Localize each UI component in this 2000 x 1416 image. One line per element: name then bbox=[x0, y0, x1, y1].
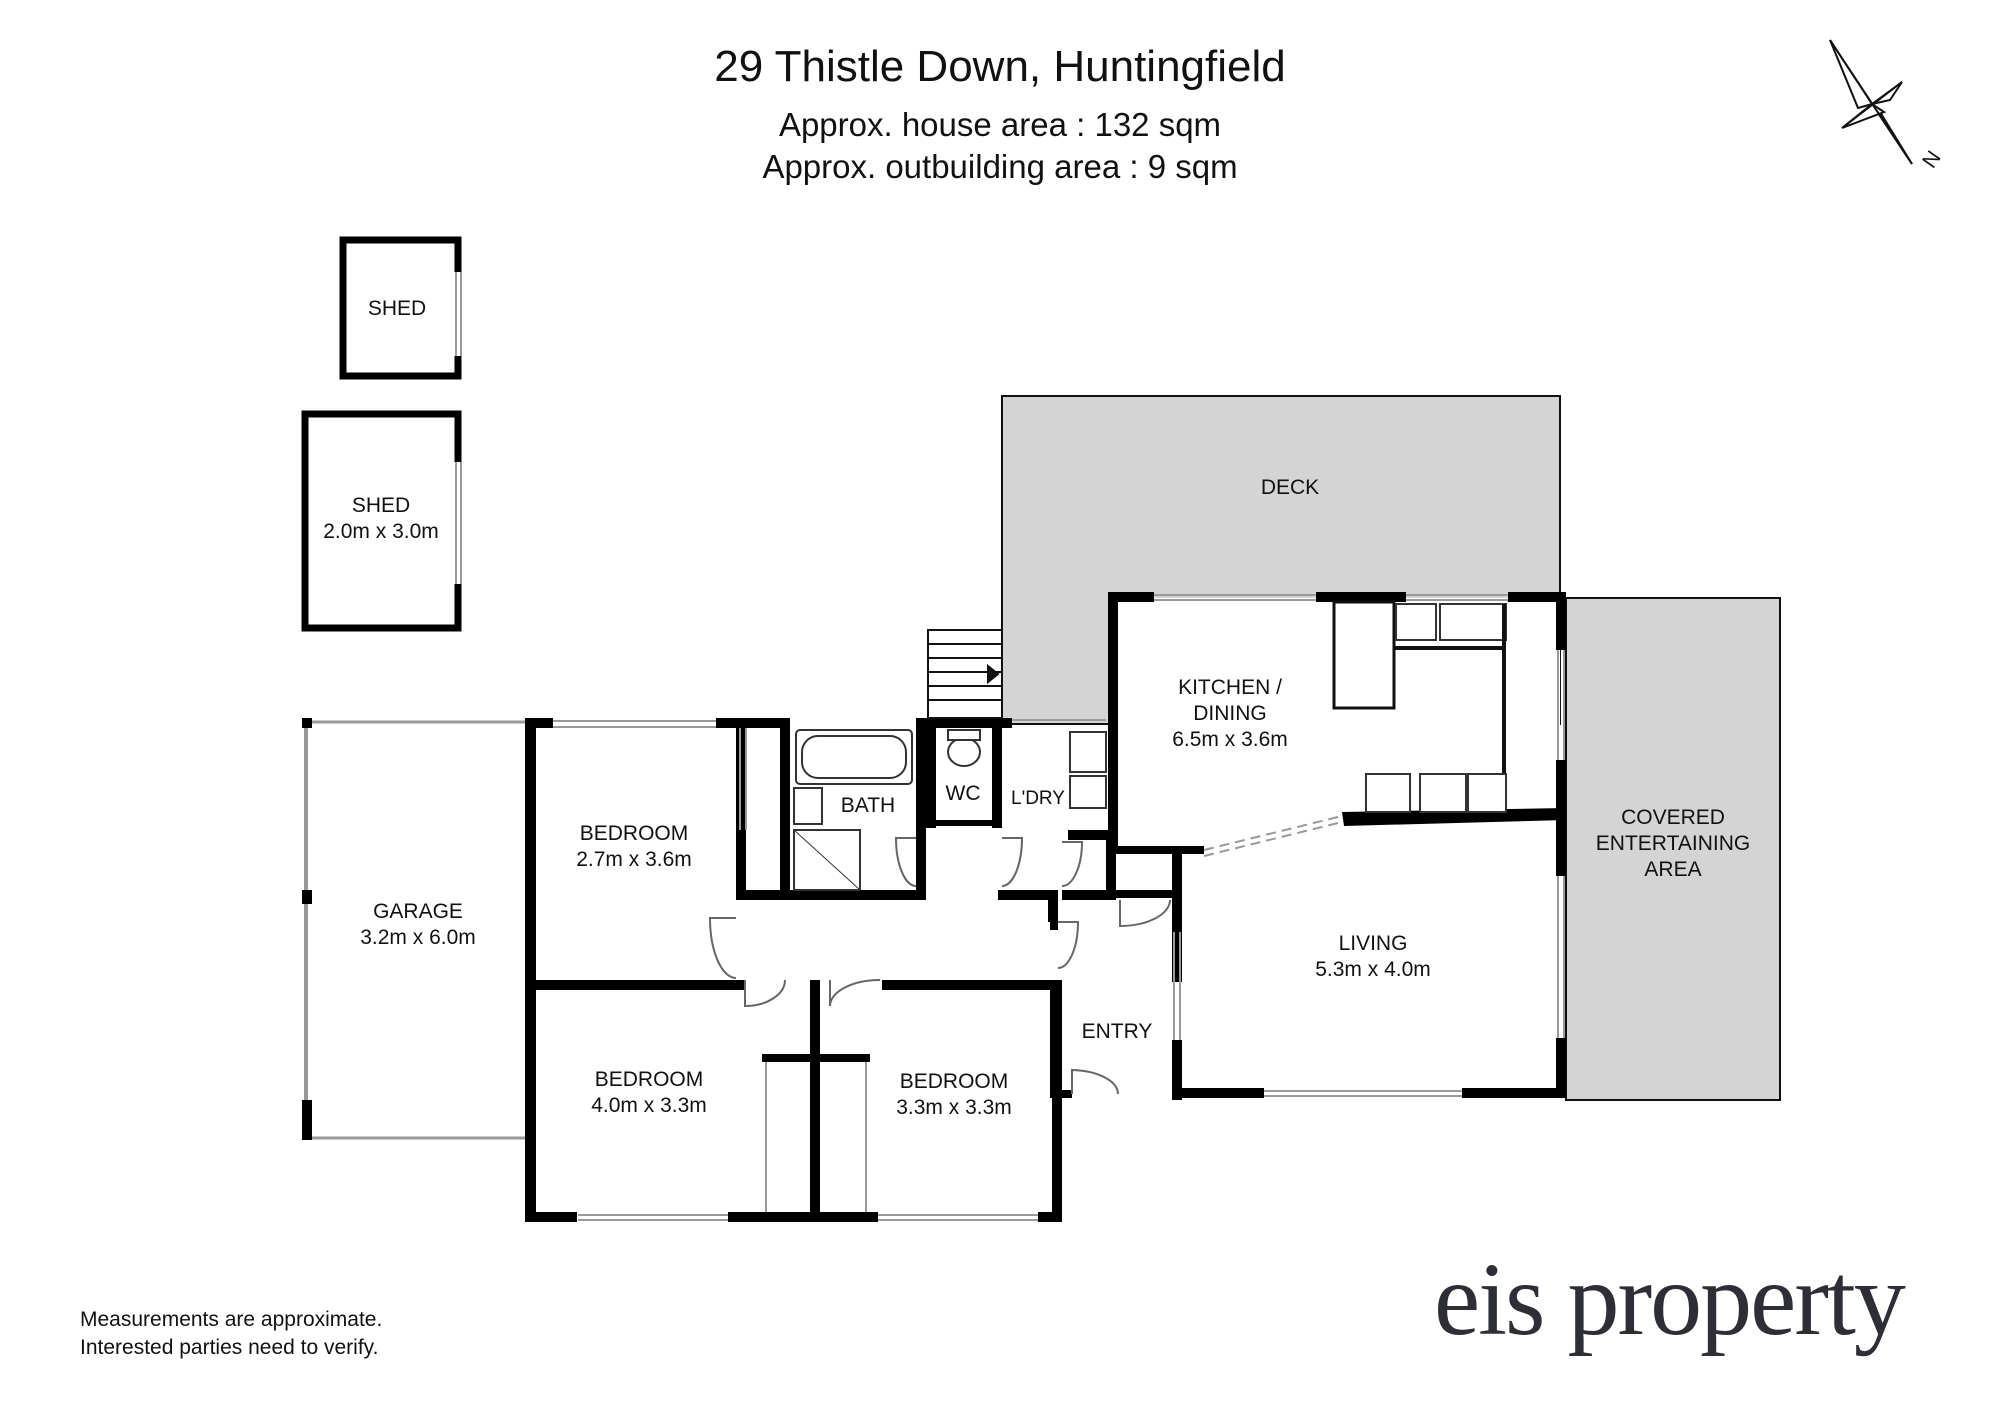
cooktop-icon bbox=[1467, 773, 1507, 813]
bedroom-2-size: 4.0m x 3.3m bbox=[591, 1094, 707, 1117]
basin-icon bbox=[793, 787, 823, 825]
windows bbox=[553, 594, 1565, 1221]
stairs bbox=[927, 629, 1003, 719]
bedroom-3-size: 3.3m x 3.3m bbox=[896, 1096, 1012, 1119]
dishwasher-icon bbox=[1395, 603, 1437, 641]
wc-label: WC bbox=[946, 782, 981, 805]
garage-size: 3.2m x 6.0m bbox=[360, 926, 476, 949]
living-size: 5.3m x 4.0m bbox=[1315, 958, 1431, 981]
brand-logo: eis property bbox=[1434, 1242, 1906, 1357]
plan-title: 29 Thistle Down, Huntingfield bbox=[714, 42, 1286, 91]
shed-small-label: SHED bbox=[368, 297, 426, 320]
bedroom-2-label: BEDROOM bbox=[595, 1068, 704, 1091]
garage bbox=[302, 718, 530, 1140]
covered-label-1: COVERED bbox=[1621, 806, 1725, 829]
covered-area bbox=[1565, 597, 1781, 1101]
bath-label: BATH bbox=[841, 794, 895, 817]
covered-label-3: AREA bbox=[1644, 858, 1701, 881]
laundry-tub-icon bbox=[1069, 731, 1107, 773]
garage-label: GARAGE bbox=[373, 900, 463, 923]
bedroom-1-label: BEDROOM bbox=[580, 822, 689, 845]
doors bbox=[708, 837, 1171, 1095]
shed-large-label: SHED bbox=[352, 494, 410, 517]
kitchen-label-2: DINING bbox=[1193, 702, 1267, 725]
pantry-icon bbox=[1332, 600, 1396, 710]
laundry-label: L'DRY bbox=[1011, 788, 1065, 809]
shed-large bbox=[301, 410, 462, 632]
disclaimer-line-1: Measurements are approximate. bbox=[80, 1308, 383, 1331]
house-area-text: Approx. house area : 132 sqm bbox=[778, 106, 1222, 143]
living-label: LIVING bbox=[1339, 932, 1408, 955]
fixtures bbox=[793, 600, 1507, 891]
deck-label: DECK bbox=[1261, 476, 1319, 499]
north-arrow-icon: N bbox=[1829, 39, 1946, 173]
shed-large-size: 2.0m x 3.0m bbox=[323, 520, 439, 543]
covered-label-2: ENTERTAINING bbox=[1596, 832, 1750, 855]
fridge-icon bbox=[1365, 773, 1411, 813]
kitchen-label-1: KITCHEN / bbox=[1178, 676, 1282, 699]
entry-label: ENTRY bbox=[1082, 1020, 1153, 1043]
kitchen-size: 6.5m x 3.6m bbox=[1172, 728, 1288, 751]
bedroom-1-size: 2.7m x 3.6m bbox=[576, 848, 692, 871]
disclaimer-line-2: Interested parties need to verify. bbox=[80, 1336, 379, 1359]
bedroom-3-label: BEDROOM bbox=[900, 1070, 1009, 1093]
washer-icon bbox=[1069, 775, 1107, 809]
disclaimer: Measurements are approximate. Interested… bbox=[80, 1306, 382, 1362]
sink-icon bbox=[1439, 603, 1507, 641]
outbuilding-area-text: Approx. outbuilding area : 9 sqm bbox=[762, 148, 1238, 185]
north-label: N bbox=[1918, 147, 1946, 173]
toilet-icon bbox=[947, 737, 981, 767]
shed-small bbox=[339, 236, 462, 380]
